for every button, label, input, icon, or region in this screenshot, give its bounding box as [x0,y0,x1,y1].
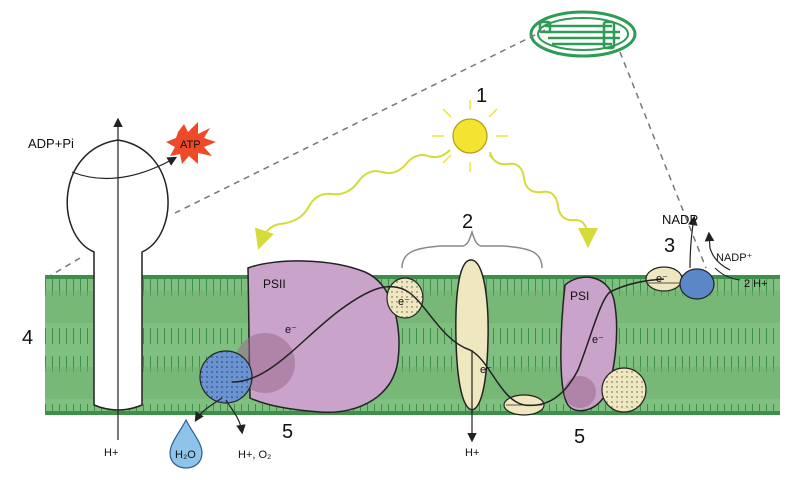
zoom-lines [47,29,707,278]
atp-label: ATP [180,139,201,151]
psii-label: PSII [263,277,286,291]
label-number-5-psii: 5 [282,421,293,443]
water-drop-icon [169,418,203,469]
photosystem-i [560,276,647,413]
sun-icon [432,100,508,172]
nadp-label: NADP [662,212,698,227]
h-plus-label-atp: H+ [104,447,118,459]
cytochrome-brace [401,229,543,269]
label-number-5-psi: 5 [574,426,585,448]
electron-label-psi: e⁻ [592,334,604,346]
photosystem-ii [235,260,400,414]
h-plus-o2-label: H+, O₂ [238,449,271,461]
electron-label-fd: e⁻ [656,273,668,285]
electron-label-psii: e⁻ [285,324,297,336]
nadp-reductase [679,215,741,300]
label-number-1: 1 [476,85,487,107]
label-number-3: 3 [664,235,675,257]
h-plus-label-cyt: H+ [465,447,479,459]
nadp-plus-label: NADP⁺ [716,252,753,264]
atp-synthase [66,117,178,440]
electron-label-cyt: e⁻ [480,364,492,376]
adp-pi-label: ADP+Pi [28,136,74,151]
electron-path [231,278,665,407]
water-split-arrows [194,397,246,435]
manganese-cluster [199,350,253,404]
two-h-plus-label: 2 H+ [744,278,768,290]
label-number-4: 4 [22,327,33,349]
psi-label: PSI [570,289,589,303]
atp-burst-icon [166,122,216,164]
plastoquinone [386,277,424,319]
chloroplast-icon [529,10,637,58]
electron-label-pq: e⁻ [398,296,410,308]
light-rays [254,149,598,250]
h2o-label: H₂O [175,449,196,461]
label-number-2: 2 [462,211,473,233]
